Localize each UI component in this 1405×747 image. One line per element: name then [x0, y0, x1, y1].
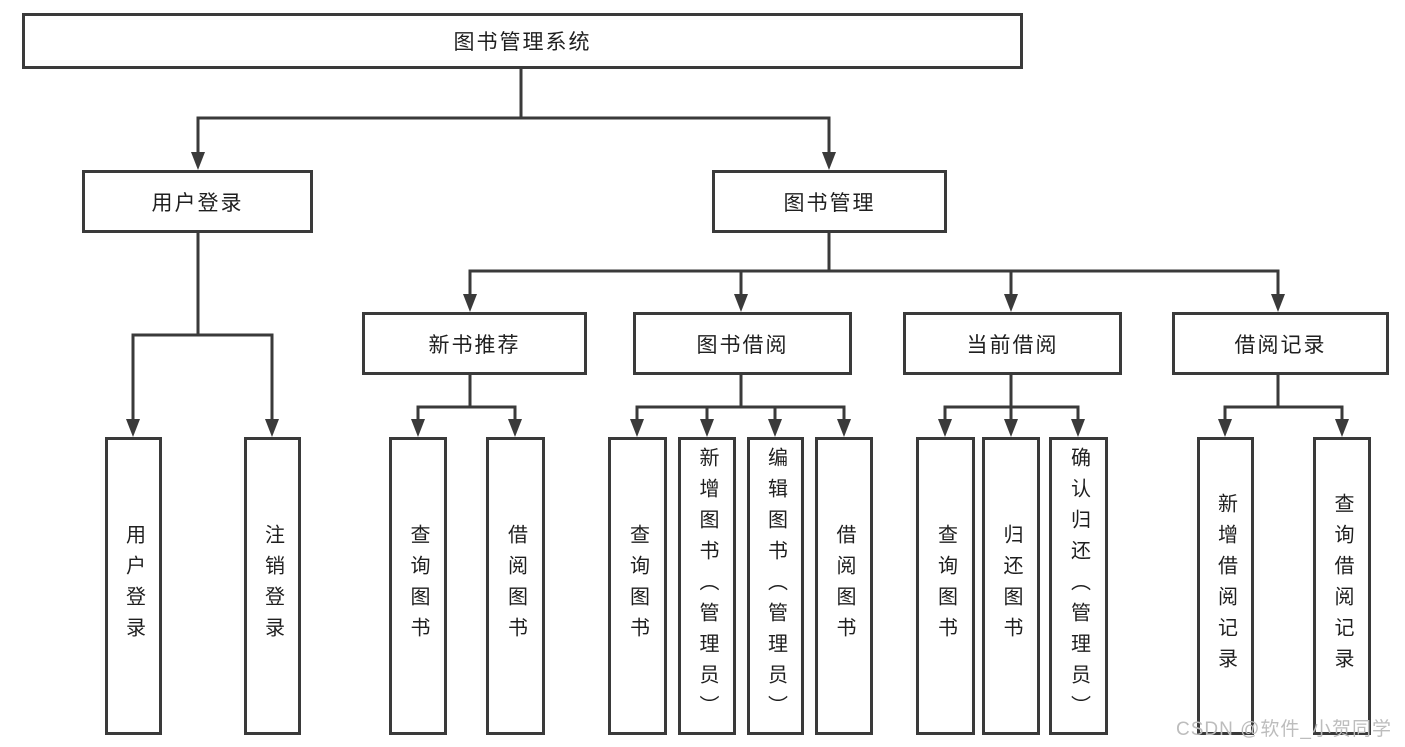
node-borrow-record-label: 借阅记录 [1234, 333, 1327, 357]
leaf-confirm-return-admin-label: 确认归还（管理员） [1067, 446, 1090, 726]
connector-book-management-branch [463, 231, 1285, 312]
node-new-book-recommend-label: 新书推荐 [428, 333, 521, 357]
node-book-management-label: 图书管理 [783, 191, 876, 215]
node-borrow-record: 借阅记录 [1172, 312, 1389, 375]
connector-book-borrow-branch [630, 373, 851, 437]
node-book-management: 图书管理 [712, 170, 947, 233]
leaf-return-book: 归还图书 [982, 437, 1040, 735]
leaf-user-login-label: 用户登录 [122, 524, 145, 648]
leaf-borrow-book-2-label: 借阅图书 [833, 524, 855, 648]
leaf-edit-book-admin: 编辑图书（管理员） [747, 437, 804, 735]
node-current-borrow-label: 当前借阅 [966, 333, 1059, 357]
node-book-borrow: 图书借阅 [633, 312, 852, 375]
connector-user-login-branch [126, 231, 279, 437]
csdn-watermark: CSDN @软件_小贺同学 [1176, 719, 1392, 740]
leaf-borrow-book-2: 借阅图书 [815, 437, 873, 735]
leaf-return-book-label: 归还图书 [1000, 524, 1022, 648]
leaf-query-book-2: 查询图书 [608, 437, 667, 735]
connector-current-borrow-branch [938, 373, 1085, 437]
leaf-query-borrow-record: 查询借阅记录 [1313, 437, 1371, 735]
leaf-query-book-2-label: 查询图书 [626, 524, 649, 648]
leaf-query-book-3-label: 查询图书 [934, 524, 957, 648]
leaf-query-book-1: 查询图书 [389, 437, 447, 735]
leaf-add-book-admin-label: 新增图书（管理员） [696, 446, 718, 726]
node-root-label: 图书管理系统 [453, 31, 592, 54]
node-new-book-recommend: 新书推荐 [362, 312, 587, 375]
leaf-confirm-return-admin: 确认归还（管理员） [1049, 437, 1108, 735]
leaf-query-borrow-record-label: 查询借阅记录 [1331, 493, 1353, 679]
connector-root-branch [191, 67, 836, 170]
node-root: 图书管理系统 [22, 13, 1023, 69]
node-book-borrow-label: 图书借阅 [696, 333, 789, 357]
leaf-borrow-book-1-label: 借阅图书 [504, 524, 527, 648]
leaf-query-book-1-label: 查询图书 [407, 524, 429, 648]
leaf-add-borrow-record-label: 新增借阅记录 [1214, 493, 1237, 679]
node-user-login-label: 用户登录 [151, 191, 244, 215]
node-current-borrow: 当前借阅 [903, 312, 1122, 375]
leaf-add-book-admin: 新增图书（管理员） [678, 437, 736, 735]
leaf-logout-label: 注销登录 [261, 524, 284, 648]
leaf-edit-book-admin-label: 编辑图书（管理员） [764, 446, 787, 726]
connector-new-book-branch [411, 373, 522, 437]
leaf-query-book-3: 查询图书 [916, 437, 975, 735]
leaf-user-login: 用户登录 [105, 437, 162, 735]
connector-borrow-record-branch [1218, 373, 1349, 437]
node-user-login: 用户登录 [82, 170, 313, 233]
leaf-borrow-book-1: 借阅图书 [486, 437, 545, 735]
leaf-logout: 注销登录 [244, 437, 301, 735]
leaf-add-borrow-record: 新增借阅记录 [1197, 437, 1254, 735]
